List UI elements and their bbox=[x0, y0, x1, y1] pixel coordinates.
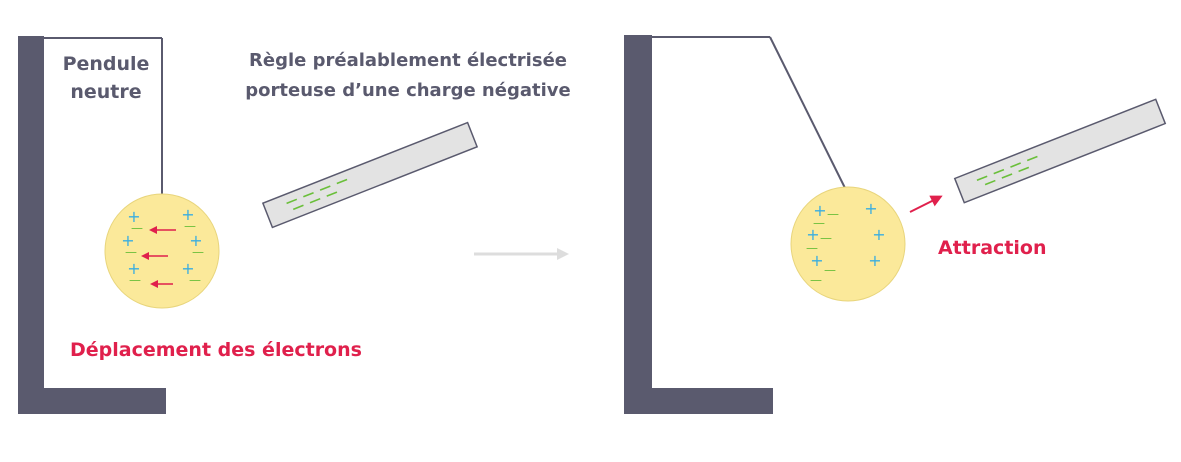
ruler-label-line-2: porteuse d’une charge négative bbox=[245, 80, 571, 101]
left-pendulum-ball bbox=[104, 193, 220, 309]
minus-charge: — bbox=[184, 219, 196, 233]
ruler-body bbox=[953, 98, 1167, 204]
plus-charge: + bbox=[864, 199, 877, 218]
minus-charge: — bbox=[125, 245, 137, 259]
left-stand-frame bbox=[18, 36, 166, 414]
right-charged-ruler bbox=[953, 98, 1167, 204]
left-ball-charges: + — + — + — + — + — + — bbox=[121, 205, 204, 287]
minus-charge bbox=[1001, 173, 1013, 179]
minus-charge bbox=[993, 168, 1005, 175]
minus-charge bbox=[326, 191, 338, 197]
minus-charge: — bbox=[810, 273, 822, 287]
minus-charge bbox=[976, 175, 988, 182]
minus-charge: — bbox=[129, 273, 141, 287]
plus-charge: + bbox=[181, 259, 194, 278]
pendulum-label-line-1: Pendule bbox=[62, 53, 150, 75]
plus-charge: + bbox=[868, 251, 881, 270]
plus-charge: + bbox=[121, 231, 134, 250]
minus-charge bbox=[292, 204, 304, 211]
minus-charge bbox=[1026, 155, 1038, 162]
minus-charge: — bbox=[192, 245, 204, 259]
right-panel: + — — + + — — + + — — + bbox=[624, 35, 1167, 414]
plus-charge: + bbox=[813, 201, 826, 220]
right-ball-charges: + — — + + — — + + — — + bbox=[806, 199, 886, 287]
minus-charge: — bbox=[131, 221, 143, 235]
ruler-body bbox=[261, 121, 479, 229]
ruler-label-line-1: Règle préalablement électrisée bbox=[249, 50, 567, 71]
plus-charge: + bbox=[181, 205, 194, 224]
plus-charge: + bbox=[127, 259, 140, 278]
minus-charge bbox=[1010, 162, 1021, 168]
left-panel: + — + — + — + — + — + — bbox=[18, 36, 479, 414]
minus-charge: — bbox=[813, 216, 825, 230]
minus-charge bbox=[309, 197, 321, 204]
minus-charge: — bbox=[824, 263, 836, 277]
minus-charge bbox=[286, 198, 298, 205]
right-pendulum-ball bbox=[790, 186, 906, 302]
plus-charge: + bbox=[810, 251, 823, 270]
minus-charge: — bbox=[827, 207, 839, 221]
plus-charge: + bbox=[806, 225, 819, 244]
plus-charge: + bbox=[189, 231, 202, 250]
pendulum-label-line-2: neutre bbox=[70, 81, 142, 103]
ruler-charges bbox=[286, 178, 348, 211]
ruler-label: Règle préalablement électrisée porteuse … bbox=[222, 46, 594, 106]
minus-charge: — bbox=[189, 273, 201, 287]
plus-charge: + bbox=[127, 207, 140, 226]
attraction-label: Attraction bbox=[938, 237, 1047, 259]
left-charged-ruler bbox=[261, 121, 479, 229]
right-stand-frame bbox=[624, 35, 773, 414]
plus-charge: + bbox=[872, 225, 885, 244]
electron-shift-arrows bbox=[141, 226, 176, 288]
minus-charge: — bbox=[806, 241, 818, 255]
minus-charge bbox=[303, 191, 314, 198]
minus-charge bbox=[1018, 166, 1030, 173]
minus-charge bbox=[319, 185, 331, 191]
right-pendulum-string bbox=[769, 36, 846, 189]
ruler-charges bbox=[976, 155, 1038, 186]
minus-charge bbox=[336, 178, 348, 185]
electron-shift-label: Déplacement des électrons bbox=[70, 339, 362, 361]
minus-charge bbox=[984, 179, 996, 186]
minus-charge: — bbox=[820, 231, 832, 245]
attraction-arrow bbox=[909, 195, 943, 213]
pendulum-label: Pendule neutre bbox=[52, 50, 160, 106]
